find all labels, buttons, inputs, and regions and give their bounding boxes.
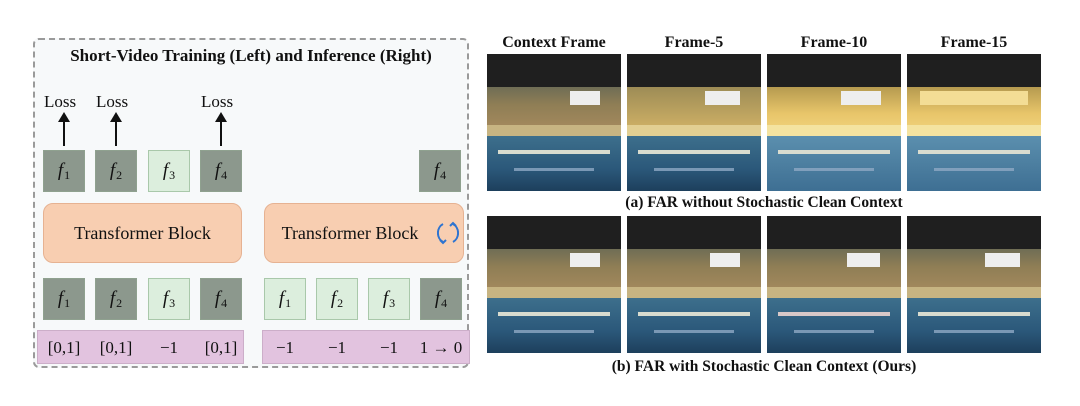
caption-b: (b) FAR with Stochastic Clean Context (O… [611,358,917,375]
infer-timestep-4: 1 → 0 [419,338,463,357]
train-timestep-1: [0,1] [47,338,81,357]
infer-timestep-strip [262,330,470,364]
infer-transformer-block: Transformer Block [264,203,464,263]
row-b-frame-15 [907,216,1041,353]
train-timestep-3: −1 [159,338,179,357]
row-a-frame-10 [767,54,901,191]
row-a-frame-15 [907,54,1041,191]
loss-label-2: Loss [96,92,129,111]
column-header-frame15: Frame-15 [940,34,1008,51]
infer-timestep-2: −1 [327,338,347,357]
infer-timestep-3: −1 [379,338,399,357]
loss-arrow-2 [110,112,122,146]
row-a-frame-5 [627,54,761,191]
train-timestep-2: [0,1] [99,338,133,357]
column-header-frame5: Frame-5 [664,34,724,51]
loss-label-4: Loss [201,92,234,111]
caption-a: (a) FAR without Stochastic Clean Context [625,194,903,211]
diagram-title: Short-Video Training (Left) and Inferenc… [70,46,432,65]
loss-arrow-1 [58,112,70,146]
train-transformer-block: Transformer Block [43,203,242,263]
autoregressive-cycle-icon [437,221,459,245]
row-b-context-frame [487,216,621,353]
loss-label-1: Loss [44,92,77,111]
infer-timestep-1: −1 [275,338,295,357]
loss-arrow-4 [215,112,227,146]
column-header-context: Context Frame [502,34,606,51]
row-b-frame-10 [767,216,901,353]
train-timestep-strip [37,330,244,364]
row-a-context-frame [487,54,621,191]
column-header-frame10: Frame-10 [800,34,868,51]
train-timestep-4: [0,1] [204,338,238,357]
row-b-frame-5 [627,216,761,353]
